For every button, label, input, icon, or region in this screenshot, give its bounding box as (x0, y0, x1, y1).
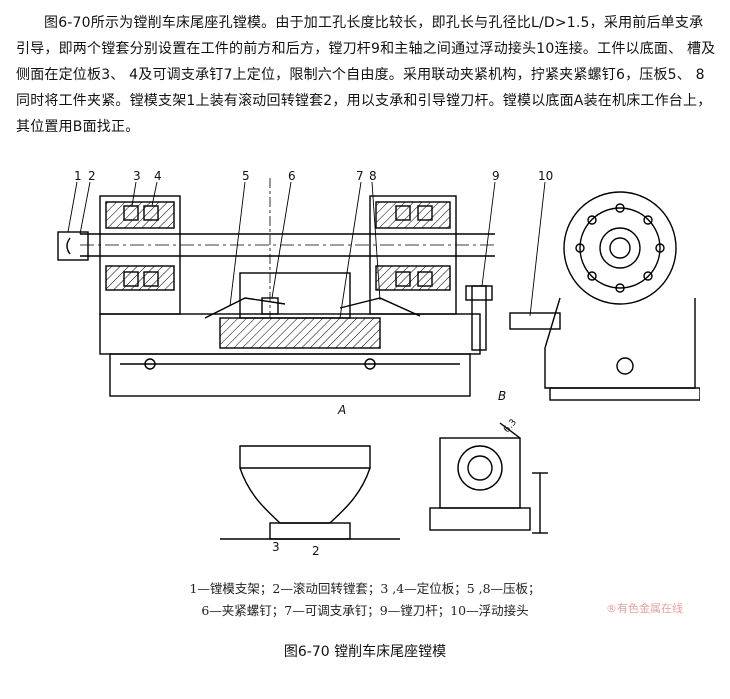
face-label-B: B (498, 389, 506, 403)
part-label-6: 6 (288, 169, 296, 183)
legend-line-2: 6—夹紧螺钉；7—可调支承钉；9—镗刀杆；10—浮动接头 (201, 603, 529, 618)
part-label-3: 3 (133, 169, 141, 183)
legend-line-1: 1—镗模支架；2—滚动回转镗套；3 ,4—定位板；5 ,8—压板； (189, 581, 541, 596)
part-label-2: 2 (88, 169, 96, 183)
boring-fixture-drawing: 1 2 3 4 5 6 7 8 9 10 A B 3 2 6.3 (57, 169, 700, 558)
part-label-5: 5 (242, 169, 250, 183)
face-label-A: A (337, 403, 346, 417)
figure-caption: 图6-70 镗削车床尾座镗模 (283, 644, 447, 660)
part-label-4: 4 (154, 169, 162, 183)
watermark-logo: ®有色金属在线 (606, 602, 683, 615)
part-label-10: 10 (538, 169, 553, 183)
part-label-9: 9 (492, 169, 500, 183)
description-paragraph: 图6-70所示为镗削车床尾座孔镗模。由于加工孔长度比较长，即孔长与孔径比L/D>… (16, 15, 716, 135)
bottom-label-3: 3 (272, 540, 280, 554)
part-label-7: 7 (356, 169, 364, 183)
bottom-label-2: 2 (312, 544, 320, 558)
part-label-8: 8 (369, 169, 377, 183)
roughness-value: 6.3 (502, 418, 519, 435)
part-label-1: 1 (74, 169, 82, 183)
